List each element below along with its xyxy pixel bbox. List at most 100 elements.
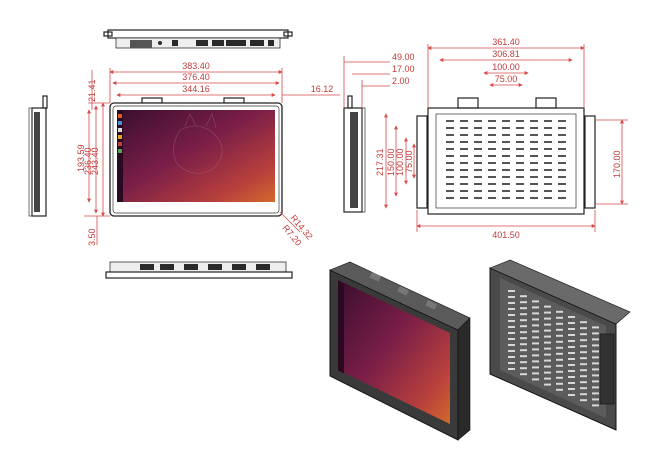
iso-vent-slot	[532, 360, 539, 363]
iso-back-view	[489, 259, 631, 431]
vent-slot	[460, 197, 468, 199]
vent-slot	[544, 141, 552, 143]
iso-vent-slot	[520, 307, 527, 310]
dim-back-width-3: 100.00	[492, 62, 520, 72]
vent-slot	[460, 155, 468, 157]
vent-slot	[558, 127, 566, 129]
iso-vent-slot	[592, 326, 599, 329]
iso-vent-slot	[532, 378, 539, 381]
iso-vent-slot	[544, 305, 551, 308]
vent-slot	[446, 169, 454, 171]
dim-front-offset-bottom: 3.50	[87, 228, 97, 246]
iso-vent-slot	[592, 404, 599, 407]
iso-vent-slot	[508, 338, 515, 340]
iso-vent-slot	[520, 337, 527, 340]
iso-vent-slot	[592, 356, 599, 359]
vent-slot	[502, 176, 510, 178]
front-view: 383.40 376.40 344.16 16.12 243.40 236.40…	[76, 61, 340, 248]
iso-vent-slot	[556, 316, 563, 319]
vent-slot	[544, 190, 552, 192]
dim-side-depth-3: 2.00	[392, 76, 410, 86]
iso-vent-slot	[592, 398, 599, 401]
iso-vent-slot	[568, 382, 575, 384]
vent-slot	[530, 162, 538, 164]
vent-slot	[474, 120, 482, 122]
vent-slot	[474, 183, 482, 185]
iso-vent-slot	[544, 317, 551, 320]
vent-slot	[530, 120, 538, 122]
iso-vent-slot	[580, 375, 587, 378]
vent-slot	[558, 155, 566, 157]
dim-side-depth-2: 17.00	[392, 64, 415, 74]
iso-vent-slot	[580, 363, 587, 366]
vent-slot	[446, 197, 454, 199]
iso-vent-slot	[592, 368, 599, 371]
iso-vent-slot	[592, 374, 599, 377]
dim-back-width-1: 361.40	[492, 37, 520, 47]
iso-vent-slot	[508, 368, 515, 370]
iso-vent-slot	[580, 345, 587, 348]
iso-vent-slot	[592, 350, 599, 353]
vent-slot	[460, 134, 468, 136]
vent-slot	[516, 120, 524, 122]
iso-vent-slot	[532, 366, 539, 369]
iso-vent-slot	[580, 393, 587, 396]
iso-vent-slot	[544, 323, 551, 326]
vent-slot	[502, 155, 510, 157]
iso-vent-slot	[508, 332, 515, 334]
iso-vent-slot	[520, 361, 527, 364]
iso-vent-slot	[544, 377, 551, 380]
vent-slot	[474, 134, 482, 136]
iso-vent-slot	[544, 359, 551, 362]
iso-vent-slot	[544, 371, 551, 374]
dim-front-offset-right: 16.12	[311, 84, 334, 94]
bottom-view	[105, 261, 293, 279]
vent-slot	[460, 127, 468, 129]
vent-slot	[474, 197, 482, 199]
vent-slot	[488, 148, 496, 150]
iso-vent-slot	[544, 365, 551, 368]
iso-vent-slot	[568, 340, 575, 342]
vent-slot	[474, 127, 482, 129]
iso-vent-slot	[580, 369, 587, 372]
iso-vent-slot	[520, 301, 527, 304]
iso-vent-slot	[556, 328, 563, 331]
vent-slot	[488, 169, 496, 171]
dim-front-height-1: 243.40	[90, 147, 100, 175]
dim-back-height-2: 150.00	[386, 148, 396, 176]
iso-vent-slot	[568, 334, 575, 336]
vent-slot	[530, 155, 538, 157]
dim-back-height-1: 217.31	[375, 148, 385, 176]
vent-slot	[474, 148, 482, 150]
iso-vent-slot	[532, 354, 539, 357]
iso-vent-slot	[580, 321, 587, 324]
iso-vent-slot	[532, 342, 539, 345]
vent-slot	[530, 141, 538, 143]
iso-vent-slot	[568, 328, 575, 330]
iso-vent-slot	[580, 387, 587, 390]
dim-side-depth-1: 49.00	[392, 52, 415, 62]
iso-vent-slot	[592, 380, 599, 383]
vent-slot	[488, 155, 496, 157]
iso-vent-slot	[532, 318, 539, 321]
dim-back-width-4: 75.00	[495, 74, 518, 84]
iso-vent-slot	[580, 333, 587, 336]
iso-vent-slot	[592, 362, 599, 365]
iso-vent-slot	[508, 350, 515, 352]
dim-front-width-1: 383.40	[182, 61, 210, 71]
vent-slot	[488, 190, 496, 192]
vent-slot	[488, 176, 496, 178]
vent-slot	[488, 162, 496, 164]
vent-slot	[474, 190, 482, 192]
vent-slot	[516, 148, 524, 150]
vent-slot	[460, 183, 468, 185]
vent-slot	[530, 176, 538, 178]
back-view: 361.40 306.81 100.00 75.00 401.50 217.31…	[375, 37, 628, 240]
vent-slot	[558, 190, 566, 192]
iso-vent-slot	[580, 327, 587, 330]
iso-vent-slot	[508, 308, 515, 310]
vent-slot	[460, 148, 468, 150]
vent-slot	[488, 134, 496, 136]
vent-slot	[530, 148, 538, 150]
